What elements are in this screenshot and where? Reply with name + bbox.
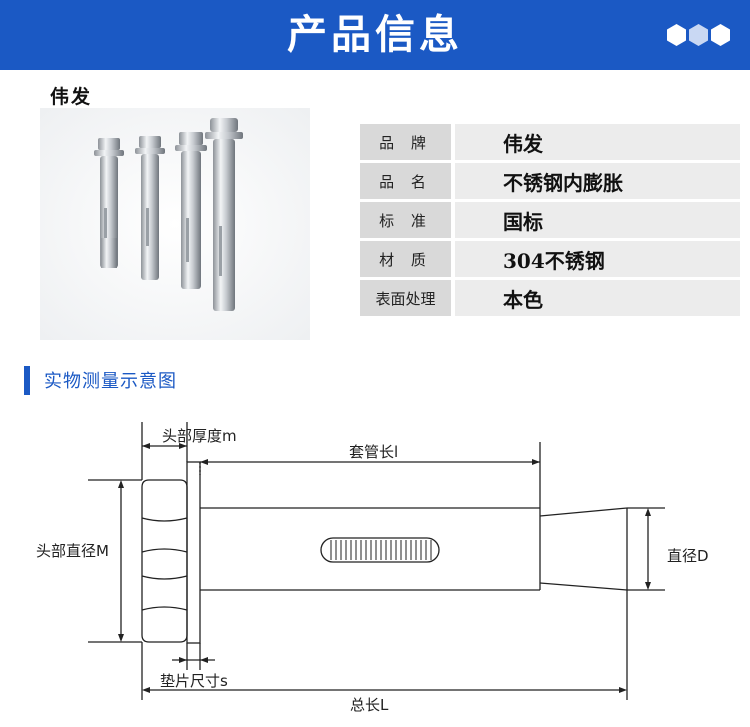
spec-value: 伟发 bbox=[455, 124, 740, 160]
spec-row: 材 质 304不锈钢 bbox=[360, 241, 740, 277]
anchor-bolt bbox=[205, 118, 243, 311]
spec-key: 标 准 bbox=[360, 202, 451, 238]
section-title: 实物测量示意图 bbox=[44, 371, 177, 392]
spec-value: 不锈钢内膨胀 bbox=[455, 163, 740, 199]
label-head-thickness: 头部厚度m bbox=[162, 427, 237, 445]
label-washer-size: 垫片尺寸s bbox=[160, 672, 228, 690]
anchor-bolt bbox=[175, 132, 207, 289]
spec-value: 本色 bbox=[455, 280, 740, 316]
spec-row: 品 牌 伟发 bbox=[360, 124, 740, 160]
spec-table: 品 牌 伟发 品 名 不锈钢内膨胀 标 准 国标 材 质 304不锈钢 表面处理… bbox=[360, 121, 740, 319]
spec-row: 品 名 不锈钢内膨胀 bbox=[360, 163, 740, 199]
header-banner: 产品信息 bbox=[0, 0, 750, 70]
label-head-diameter: 头部直径M bbox=[36, 542, 109, 560]
spec-key: 品 牌 bbox=[360, 124, 451, 160]
label-total-length: 总长L bbox=[350, 696, 389, 714]
spec-key: 材 质 bbox=[360, 241, 451, 277]
hex-head-outline bbox=[141, 479, 188, 643]
banner-title: 产品信息 bbox=[287, 12, 463, 58]
anchor-bolt bbox=[94, 138, 124, 268]
hexagon-icon bbox=[689, 24, 708, 46]
spec-row: 表面处理 本色 bbox=[360, 280, 740, 316]
hexagon-icon bbox=[667, 24, 686, 46]
label-sleeve-length: 套管长l bbox=[349, 443, 398, 461]
product-photo bbox=[40, 108, 310, 340]
spec-key: 表面处理 bbox=[360, 280, 451, 316]
anchor-bolt bbox=[135, 136, 165, 280]
spec-value: 国标 bbox=[455, 202, 740, 238]
spec-key: 品 名 bbox=[360, 163, 451, 199]
measurement-diagram: 头部厚度m 套管长l 头部直径M 直径D 垫片尺寸s 总长L bbox=[36, 422, 709, 714]
hexagon-icon bbox=[711, 24, 730, 46]
washer-outline bbox=[186, 461, 201, 644]
sleeve-slot bbox=[320, 537, 440, 563]
label-diameter: 直径D bbox=[667, 547, 709, 565]
brand-header: 伟发 bbox=[50, 86, 93, 108]
spec-row: 标 准 国标 bbox=[360, 202, 740, 238]
section-accent-bar bbox=[24, 366, 30, 395]
spec-value: 304不锈钢 bbox=[455, 241, 740, 277]
